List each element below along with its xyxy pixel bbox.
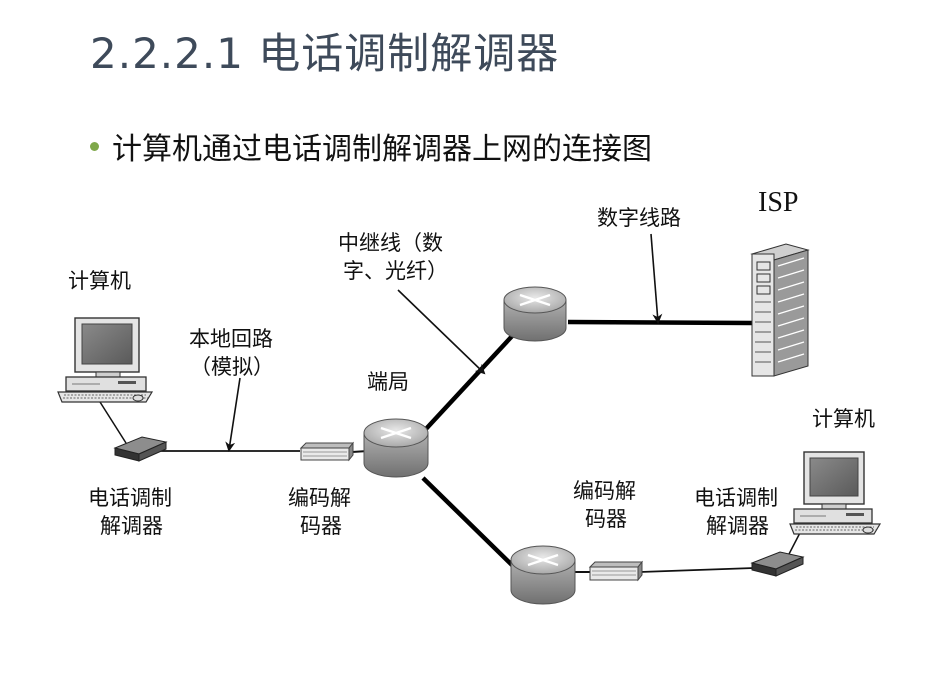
- digital-link-isp: [567, 319, 753, 326]
- modem-right-icon: [750, 551, 805, 577]
- computer-left-icon: [57, 317, 154, 403]
- arrow-digital-line: [650, 233, 663, 324]
- label-trunk-line-1: 中继线（数: [338, 231, 443, 255]
- arrow-local-loop: [225, 377, 241, 452]
- codec-right-icon: [588, 560, 644, 582]
- label-end-office: 端局: [367, 370, 409, 394]
- arrow-trunk-line: [397, 289, 486, 375]
- label-codec-right-1: 编码解: [573, 479, 636, 503]
- label-isp: ISP: [758, 187, 798, 218]
- label-modem-left-2: 解调器: [100, 514, 163, 538]
- trunk-link-lower: [421, 476, 516, 569]
- slide-title: 2.2.2.1 电话调制解调器: [90, 29, 560, 78]
- label-digital-line: 数字线路: [597, 206, 681, 230]
- label-modem-left-1: 电话调制: [88, 486, 172, 510]
- router-lower-icon: [510, 545, 576, 605]
- label-codec-left-2: 码器: [300, 514, 342, 538]
- diagram-labels: ISP 数字线路 中继线（数 字、光纤） 计算机 本地回路 （模拟） 端局 计算…: [68, 187, 875, 538]
- label-computer-right: 计算机: [812, 407, 875, 431]
- router-upper-icon: [503, 286, 567, 342]
- bullet-text: 计算机通过电话调制解调器上网的连接图: [112, 132, 652, 167]
- router-end-office-icon: [363, 418, 429, 478]
- bullet-dot-icon: [90, 141, 99, 151]
- trunk-link-upper: [423, 332, 516, 432]
- isp-server-icon: [750, 243, 810, 377]
- codec-left-icon: [299, 441, 355, 462]
- computer-right-icon: [789, 451, 882, 535]
- label-local-loop-2: （模拟）: [190, 355, 274, 379]
- bullet-item: 计算机通过电话调制解调器上网的连接图: [90, 126, 652, 167]
- label-codec-right-2: 码器: [585, 507, 627, 531]
- label-modem-right-2: 解调器: [706, 514, 769, 538]
- label-codec-left-1: 编码解: [288, 486, 351, 510]
- pointer-arrows: [225, 233, 663, 452]
- link-codec-modem-right: [639, 567, 755, 573]
- label-trunk-line-2: 字、光纤）: [343, 259, 448, 283]
- link-computer-modem-left: [99, 401, 127, 444]
- modem-left-icon: [113, 436, 168, 462]
- label-computer-left: 计算机: [68, 269, 131, 293]
- label-local-loop-1: 本地回路: [189, 327, 273, 351]
- label-modem-right-1: 电话调制: [694, 486, 778, 510]
